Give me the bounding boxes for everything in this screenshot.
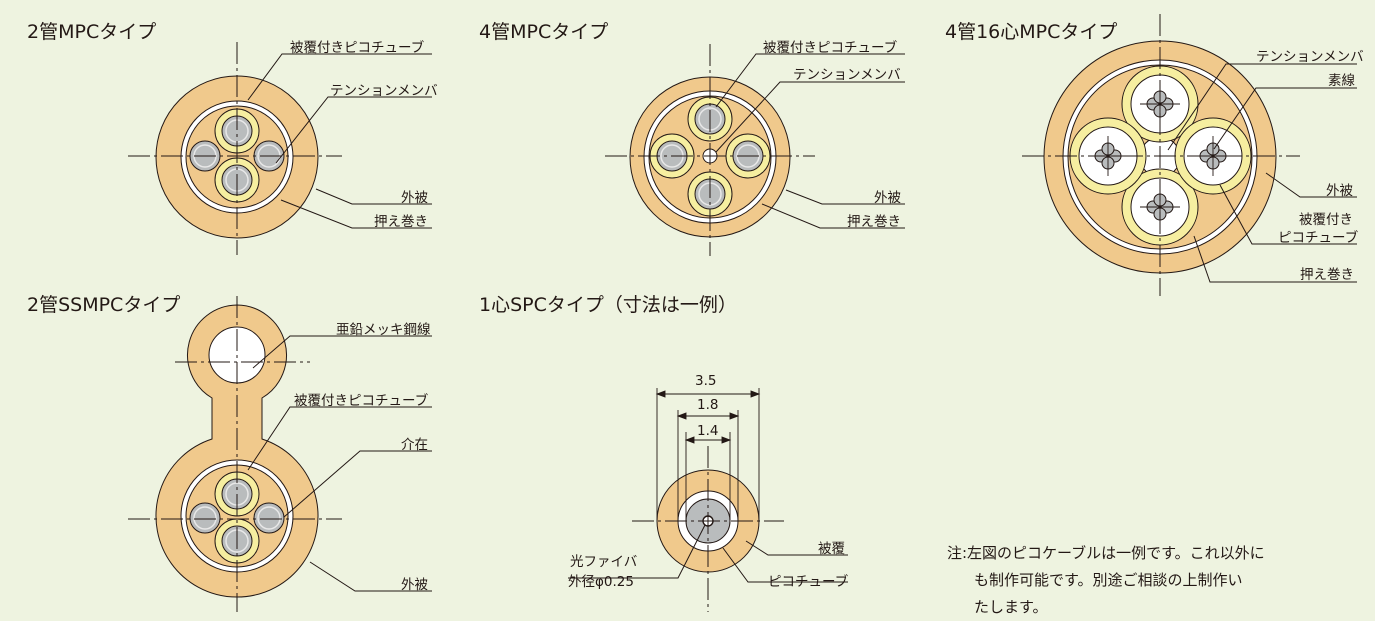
spc1-coating-label: 被覆	[818, 541, 845, 557]
mpc4-title: 4管MPCタイプ	[479, 21, 609, 43]
ssmpc2-sheath-label: 外被	[401, 577, 428, 593]
spc1-dimension-inner: 1.4	[697, 423, 719, 439]
mpc4-16-binder-label: 押え巻き	[1300, 267, 1354, 283]
mpc2-tension-member-label: テンションメンバ	[330, 83, 438, 99]
ssmpc2-coated-pico-tube-label: 被覆付きピコチューブ	[294, 393, 429, 409]
note-text: 注:左図のピコケーブルは一例です。これ以外に も制作可能です。別途ご相談の上制作…	[947, 540, 1265, 621]
mpc4-16-coated-pico-tube-label-1: 被覆付き	[1299, 212, 1353, 228]
spc1-dimension-outer: 3.5	[695, 373, 717, 389]
ssmpc2-title: 2管SSMPCタイプ	[27, 294, 181, 316]
spc1-dimension-middle: 1.8	[697, 397, 719, 413]
mpc4-binder-label: 押え巻き	[847, 214, 901, 230]
mpc2-title: 2管MPCタイプ	[27, 21, 157, 43]
mpc4-16-coated-pico-tube-label-2: ピコチューブ	[1278, 230, 1359, 246]
mpc4-16-title: 4管16心MPCタイプ	[945, 21, 1118, 43]
spc1-cable-cross-section	[568, 388, 848, 612]
spc1-pico-tube-label: ピコチューブ	[768, 574, 849, 590]
mpc2-binder-label: 押え巻き	[374, 214, 428, 230]
mpc2-cable-cross-section	[128, 42, 432, 255]
note-line-1: 注:左図のピコケーブルは一例です。これ以外に	[947, 544, 1265, 562]
mpc2-coated-pico-tube-label: 被覆付きピコチューブ	[290, 40, 425, 56]
mpc4-cable-cross-section	[605, 44, 905, 256]
note-line-3: たします。	[974, 598, 1048, 616]
mpc4-tension-member-label: テンションメンバ	[793, 67, 901, 83]
ssmpc2-galvanized-wire-label: 亜鉛メッキ鋼線	[336, 322, 431, 338]
spc1-title: 1心SPCタイプ（寸法は一例）	[479, 294, 737, 316]
ssmpc2-filler-label: 介在	[401, 437, 428, 453]
mpc4-coated-pico-tube-label: 被覆付きピコチューブ	[763, 40, 898, 56]
ssmpc2-cable-cross-section	[128, 296, 432, 612]
mpc4-16-cable-cross-section	[1022, 14, 1357, 296]
mpc4-16-sheath-label: 外被	[1326, 183, 1353, 199]
mpc2-sheath-label: 外被	[401, 190, 428, 206]
note-line-2: も制作可能です。別途ご相談の上制作い	[974, 571, 1243, 589]
mpc4-16-strand-label: 素線	[1328, 73, 1355, 89]
spc1-fiber-label-2: 外径φ0.25	[568, 574, 634, 590]
spc1-fiber-label-1: 光ファイバ	[570, 554, 638, 570]
mpc4-sheath-label: 外被	[874, 190, 901, 206]
mpc4-16-tension-member-label: テンションメンバ	[1256, 49, 1364, 65]
